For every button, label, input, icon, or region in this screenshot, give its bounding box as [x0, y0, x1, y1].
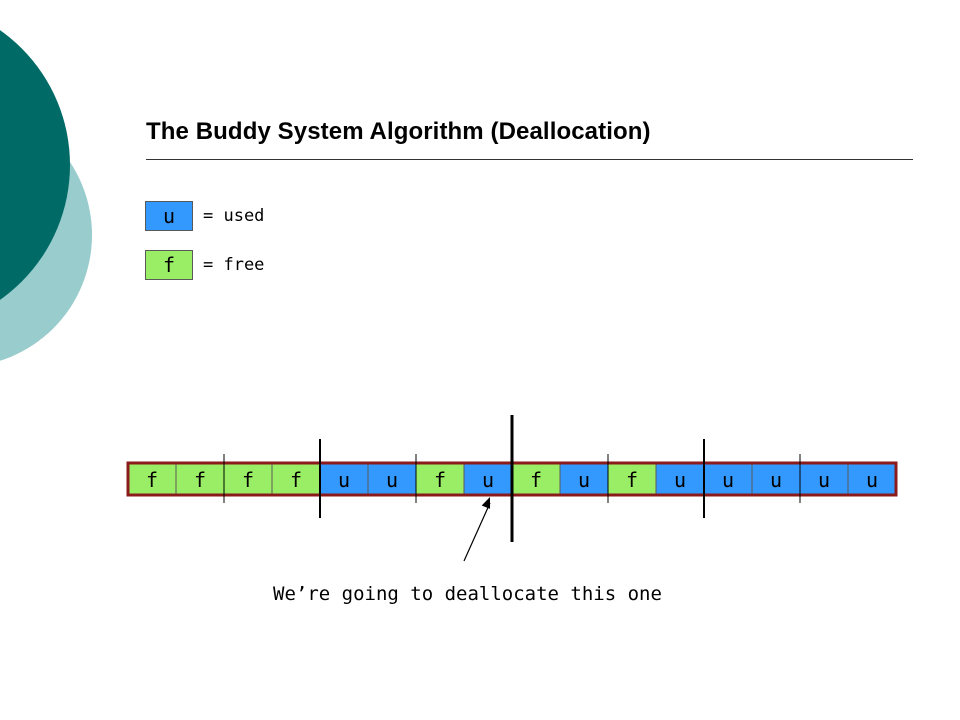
- annotation-arrow-line: [463, 502, 491, 562]
- legend-free-swatch: f: [145, 250, 193, 280]
- memory-block-label: u: [338, 468, 350, 492]
- legend-used-swatch: u: [145, 201, 193, 231]
- slide-title: The Buddy System Algorithm (Deallocation…: [146, 118, 651, 145]
- memory-block-label: u: [818, 468, 830, 492]
- memory-block-label: u: [722, 468, 734, 492]
- memory-block-used: [655, 462, 705, 496]
- deallocation-caption: We’re going to deallocate this one: [273, 583, 662, 605]
- memory-block-label: f: [194, 468, 206, 492]
- memory-block-label: f: [530, 468, 542, 492]
- memory-block-label: f: [434, 468, 446, 492]
- memory-block-label: u: [674, 468, 686, 492]
- memory-block-used: [367, 462, 417, 496]
- memory-block-used: [319, 462, 369, 496]
- memory-block-label: f: [626, 468, 638, 492]
- memory-block-label: u: [482, 468, 494, 492]
- memory-block-label: u: [770, 468, 782, 492]
- memory-block-used: [751, 462, 801, 496]
- annotation-arrow-head: [481, 497, 491, 509]
- legend-free-label: = free: [203, 255, 265, 275]
- memory-block-used: [847, 462, 897, 496]
- legend-used-label: = used: [203, 206, 265, 226]
- memory-block-used: [799, 462, 849, 496]
- legend-used-symbol: u: [162, 204, 176, 228]
- title-underline: [146, 159, 913, 160]
- memory-block-label: u: [386, 468, 398, 492]
- memory-block-label: f: [146, 468, 158, 492]
- memory-block-label: f: [290, 468, 302, 492]
- legend-free-symbol: f: [162, 253, 176, 277]
- memory-block-label: u: [866, 468, 878, 492]
- dark-teal-circle: [0, 30, 70, 300]
- memory-block-label: u: [578, 468, 590, 492]
- memory-block-label: f: [242, 468, 254, 492]
